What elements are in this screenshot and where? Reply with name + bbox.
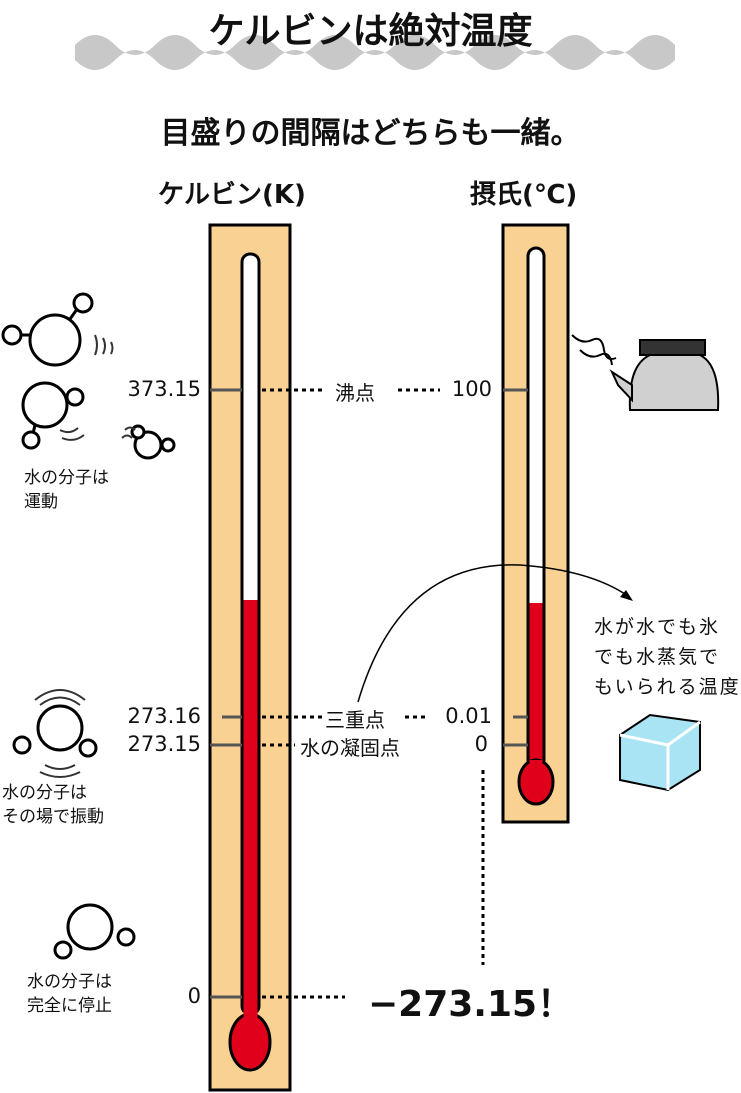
kelvin-tick-zero: 0 (187, 984, 201, 1008)
note-line: もいられる温度 (594, 676, 741, 698)
note-line: その場で振動 (2, 807, 104, 827)
molecule-note-stopped: 水の分子は 完全に停止 (27, 970, 112, 1018)
note-line: 水の分子は (27, 972, 112, 992)
celsius-tick-freeze: 0 (474, 732, 488, 756)
celsius-thermometer (501, 223, 570, 824)
ice-cube-icon (619, 713, 701, 792)
molecule-note-moving: 水の分子は 運動 (24, 466, 109, 514)
note-line: 水の分子は (24, 468, 109, 488)
kelvin-tick-boil: 373.15 (127, 377, 201, 401)
title-wavy-band (75, 35, 675, 70)
kelvin-header: ケルビン(K) (158, 180, 306, 210)
triple-point-arrow (357, 564, 629, 703)
subtitle: 目盛りの間隔はどちらも一緒。 (160, 116, 581, 151)
dotted-connectors (262, 388, 485, 999)
motion-lines (34, 334, 136, 778)
water-molecules (1, 292, 176, 960)
molecule-note-vibrating: 水の分子は その場で振動 (2, 781, 104, 829)
celsius-tick-triple: 0.01 (445, 704, 492, 728)
note-line: 水の分子は (2, 783, 87, 803)
note-line: でも水蒸気で (594, 646, 721, 668)
triple-point-note: 水が水でも氷 でも水蒸気で もいられる温度 (594, 612, 741, 702)
note-line: 完全に停止 (27, 996, 112, 1016)
celsius-header: 摂氏(℃) (470, 180, 578, 210)
kettle-icon (571, 334, 720, 411)
kelvin-tick-freeze: 273.15 (127, 732, 201, 756)
boiling-point-label: 沸点 (335, 381, 375, 405)
celsius-tick-boil: 100 (451, 377, 492, 401)
note-line: 水が水でも氷 (594, 616, 721, 638)
note-line: 運動 (24, 492, 58, 512)
triple-point-label: 三重点 (325, 708, 385, 732)
page-title: ケルビンは絶対温度 (208, 11, 533, 52)
absolute-zero-celsius: −273.15！ (368, 984, 574, 1025)
kelvin-thermometer (208, 223, 292, 1092)
freezing-point-label: 水の凝固点 (300, 736, 400, 760)
kelvin-tick-triple: 273.16 (127, 704, 201, 728)
